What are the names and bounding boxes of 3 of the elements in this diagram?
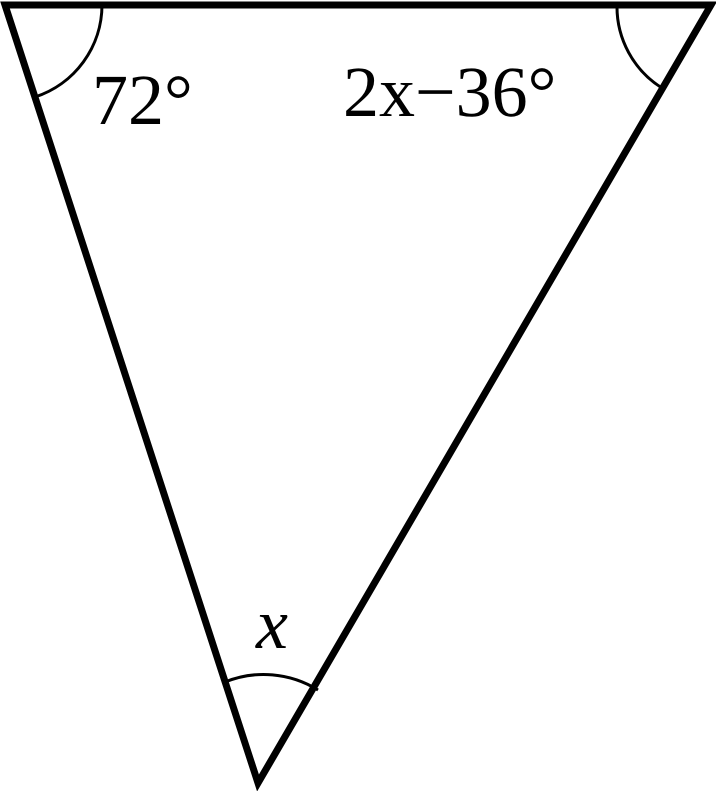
angle-label: 72° bbox=[92, 64, 193, 136]
angle-label: 2x−36° bbox=[343, 56, 556, 128]
angle-label: x bbox=[256, 588, 288, 660]
